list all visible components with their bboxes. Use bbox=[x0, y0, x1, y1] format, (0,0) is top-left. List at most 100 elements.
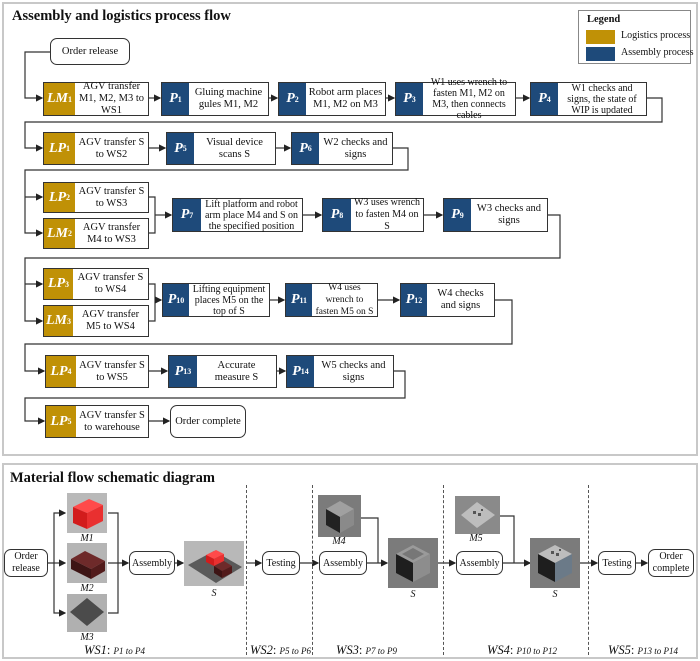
ws1-label: WS1: P1 to P4 bbox=[84, 643, 146, 657]
node-text: Gluing machine gules M1, M2 bbox=[194, 87, 263, 110]
node-text: AGV transfer M5 to WS4 bbox=[81, 309, 140, 332]
material-flow-title: Material flow schematic diagram bbox=[10, 470, 215, 486]
node-text: Lifting equipment places M5 on the top o… bbox=[192, 283, 266, 317]
connector bbox=[24, 214, 561, 325]
order-release-node: Order release bbox=[50, 38, 130, 65]
m5-caption: M5 bbox=[469, 533, 483, 544]
tag-sub: 10 bbox=[176, 295, 185, 305]
m3-caption: M3 bbox=[80, 632, 94, 643]
node-text: W3 checks and signs bbox=[476, 203, 542, 226]
node-text: AGV transfer M1, M2, M3 to WS1 bbox=[78, 81, 145, 116]
process-flow-title: Assembly and logistics process flow bbox=[12, 8, 231, 24]
tag-sub: 14 bbox=[300, 367, 309, 376]
tag-letter: LP bbox=[50, 363, 68, 379]
dark-block-icon bbox=[71, 551, 105, 579]
tag-sub: 11 bbox=[299, 295, 308, 305]
ws-range: P13 to P14 bbox=[637, 646, 679, 656]
ws-range: P7 to P9 bbox=[365, 646, 398, 656]
m3-image bbox=[67, 594, 107, 632]
tag-letter: P bbox=[180, 207, 190, 222]
ws-name: WS3 bbox=[336, 643, 359, 657]
node-text: Visual device scans S bbox=[206, 136, 263, 160]
shell-assembled-icon bbox=[396, 545, 430, 582]
s-ws4-caption: S bbox=[552, 589, 558, 600]
process-flow-connectors bbox=[24, 51, 663, 425]
ws-name: WS1 bbox=[84, 643, 107, 657]
tag-sub: 7 bbox=[189, 210, 194, 220]
connector bbox=[48, 509, 67, 564]
workstation-divider bbox=[588, 485, 589, 655]
tag-letter: P bbox=[286, 91, 295, 106]
tag-sub: 1 bbox=[68, 94, 72, 104]
tag-letter: P bbox=[174, 363, 184, 379]
tag-letter: P bbox=[299, 140, 308, 156]
tag-sub: 13 bbox=[183, 367, 192, 376]
tag-sub: 3 bbox=[411, 94, 416, 104]
workstation-divider bbox=[312, 485, 313, 655]
shell-part-icon bbox=[326, 501, 354, 533]
tag-sub: 3 bbox=[65, 279, 70, 289]
workstation-divider bbox=[246, 485, 247, 655]
node-text: AGV transfer S to WS3 bbox=[78, 185, 145, 209]
node-text: W4 checks and signs bbox=[437, 288, 484, 311]
tag-letter: LM bbox=[47, 91, 68, 106]
connector bbox=[24, 97, 663, 152]
ws4-label: WS4: P10 to P12 bbox=[487, 643, 558, 657]
connector bbox=[500, 515, 515, 563]
tag-letter: LP bbox=[47, 276, 66, 291]
tag-letter: P bbox=[290, 292, 300, 307]
node-text: AGV transfer M4 to WS3 bbox=[82, 221, 141, 245]
ws-range: P10 to P12 bbox=[516, 646, 558, 656]
s-ws4-image bbox=[530, 538, 580, 588]
testing-box-ws5: Testing bbox=[598, 551, 636, 575]
m5-image bbox=[455, 496, 500, 534]
tag-letter: P bbox=[169, 91, 178, 106]
m4-caption: M4 bbox=[332, 536, 346, 547]
tag-letter: LM bbox=[46, 313, 67, 328]
s-ws3-image bbox=[388, 538, 438, 588]
order-complete-node: Order complete bbox=[170, 405, 246, 438]
ws-name: WS4 bbox=[487, 643, 510, 657]
s-ws1-image bbox=[184, 541, 244, 586]
tag-letter: P bbox=[292, 363, 301, 379]
m4-image bbox=[318, 495, 361, 537]
tag-sub: 2 bbox=[66, 193, 71, 202]
node-text: Robot arm places M1, M2 on M3 bbox=[308, 87, 383, 110]
connector bbox=[361, 517, 379, 563]
assembly-box-ws3: Assembly bbox=[319, 551, 367, 575]
node-text: AGV transfer S to WS5 bbox=[79, 359, 145, 383]
tag-letter: LP bbox=[50, 413, 68, 429]
testing-box-ws2: Testing bbox=[262, 551, 300, 575]
connector bbox=[53, 563, 67, 617]
s-ws3-caption: S bbox=[410, 589, 416, 600]
tag-sub: 1 bbox=[66, 144, 71, 153]
ws-name: WS2 bbox=[250, 643, 273, 657]
s-ws1-caption: S bbox=[211, 588, 217, 599]
node-text: W3 uses wrench to fasten M4 on S bbox=[353, 197, 421, 232]
ws-range: P1 to P4 bbox=[113, 646, 146, 656]
tag-letter: LP bbox=[48, 140, 67, 156]
top-plate-icon bbox=[461, 502, 495, 528]
